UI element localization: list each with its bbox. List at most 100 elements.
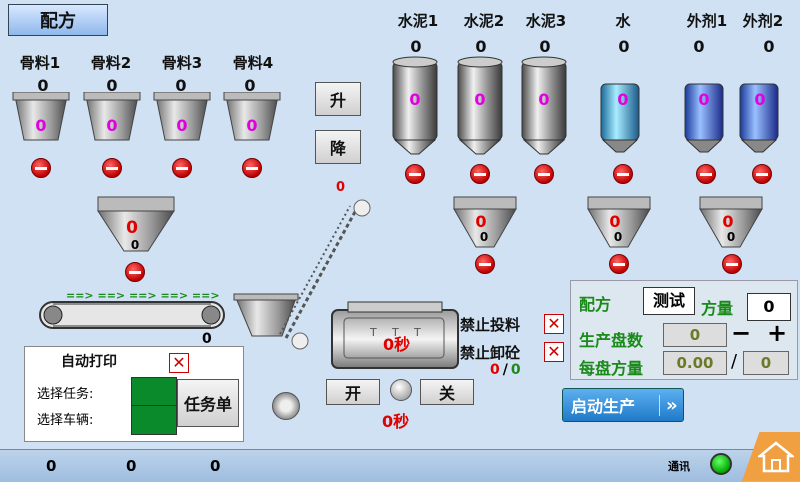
- recipe-panel: 配方 测试 方量 0 生产盘数 0 − + 每盘方量 0.00 / 0: [570, 280, 798, 380]
- per-plate-b-field: 0: [743, 351, 789, 375]
- start-production-button[interactable]: 启动生产 »: [562, 388, 684, 422]
- conveyor-arrows: ==> ==> ==> ==> ==>: [66, 289, 220, 302]
- mixer-door-timer: 0秒: [382, 412, 410, 431]
- aggregate-stop-icon-2[interactable]: [102, 158, 122, 178]
- aggregate-stop-icon-4[interactable]: [242, 158, 262, 178]
- silo-additive-2: [739, 83, 779, 153]
- silo-label-4: 水: [615, 12, 631, 30]
- lift-up-button[interactable]: 升: [315, 82, 361, 116]
- ratio-b: 0: [510, 362, 521, 378]
- aggregate-label-1: 骨料1: [19, 54, 61, 72]
- mixer-open-button[interactable]: 开: [326, 379, 380, 405]
- weigh-additive-top: 0: [722, 212, 734, 231]
- forbid-feed-label: 禁止投料: [460, 316, 521, 334]
- silo-stop-icon-3[interactable]: [534, 164, 554, 184]
- forbid-feed-checkbox[interactable]: ✕: [544, 314, 564, 334]
- mixer-close-button[interactable]: 关: [420, 379, 474, 405]
- volume-field[interactable]: 0: [747, 293, 791, 321]
- silo-stop-icon-6[interactable]: [752, 164, 772, 184]
- conveyor-belt: [39, 301, 225, 329]
- ratio-display: 0/0: [490, 362, 521, 378]
- select-vehicle-field[interactable]: [131, 405, 177, 435]
- aggregate-value-4: 0: [244, 76, 256, 95]
- aggregate-value-1: 0: [37, 76, 49, 95]
- auto-print-title: 自动打印: [61, 354, 117, 370]
- silo-label-5: 外剂1: [686, 12, 728, 30]
- silo-inner-6: 0: [754, 90, 766, 109]
- aggregate-inner-4: 0: [246, 116, 258, 135]
- horn-icon: [272, 392, 300, 420]
- task-list-button[interactable]: 任务单: [177, 379, 239, 427]
- aggregate-label-3: 骨料3: [161, 54, 203, 72]
- aggregate-value-2: 0: [106, 76, 118, 95]
- select-task-label: 选择任务:: [37, 387, 94, 402]
- weigh-hopper-cement: [453, 196, 517, 248]
- status-bar: 0 0 0 通讯: [0, 449, 800, 482]
- aggregate-hopper-3: [153, 92, 211, 141]
- silo-value-5: 0: [693, 37, 705, 56]
- mixer-door-icon: [390, 379, 412, 401]
- ratio-a: 0: [490, 362, 500, 378]
- silo-stop-icon-5[interactable]: [696, 164, 716, 184]
- silo-water: [600, 83, 640, 153]
- silo-label-1: 水泥1: [397, 12, 439, 30]
- start-production-label: 启动生产: [571, 397, 636, 416]
- weigh-additive-bottom: 0: [726, 230, 736, 244]
- silo-stop-icon-1[interactable]: [405, 164, 425, 184]
- aggregate-value-3: 0: [175, 76, 187, 95]
- comm-label: 通讯: [668, 460, 690, 473]
- aggregate-hopper-1: [12, 92, 70, 141]
- weigh-aggregate-top: 0: [126, 218, 138, 238]
- weigh-additive-stop-icon[interactable]: [722, 254, 742, 274]
- forbid-unload-checkbox[interactable]: ✕: [544, 342, 564, 362]
- silo-stop-icon-4[interactable]: [613, 164, 633, 184]
- auto-print-checkbox[interactable]: ✕: [169, 353, 189, 373]
- lift-value: 0: [336, 180, 346, 195]
- aggregate-inner-1: 0: [35, 116, 47, 135]
- weigh-hopper-aggregate: [97, 196, 175, 252]
- per-plate-sep: /: [731, 351, 738, 372]
- silo-stop-icon-2[interactable]: [470, 164, 490, 184]
- silo-cement-1: [392, 56, 438, 155]
- incline-elevator: [233, 199, 371, 350]
- svg-text:T: T: [369, 326, 377, 339]
- weigh-cement-top: 0: [475, 212, 487, 231]
- aggregate-label-4: 骨料4: [232, 54, 274, 72]
- auto-print-panel: 自动打印 ✕ 选择任务: 选择车辆: 任务单: [24, 346, 244, 442]
- svg-text:T: T: [391, 326, 399, 339]
- weigh-water-bottom: 0: [613, 230, 623, 244]
- aggregate-stop-icon-1[interactable]: [31, 158, 51, 178]
- silo-inner-3: 0: [538, 90, 550, 109]
- aggregate-hoppers: [12, 92, 281, 141]
- silo-value-4: 0: [618, 37, 630, 56]
- start-arrow-icon: »: [659, 394, 678, 416]
- weigh-water-top: 0: [609, 212, 621, 231]
- recipe-button[interactable]: 配方: [8, 4, 108, 36]
- recipe-name-field[interactable]: 测试: [643, 287, 695, 315]
- silo-value-1: 0: [410, 37, 422, 56]
- silo-inner-5: 0: [698, 90, 710, 109]
- aggregate-stop-icon-3[interactable]: [172, 158, 192, 178]
- aggregate-label-2: 骨料2: [90, 54, 132, 72]
- plates-minus-button[interactable]: −: [731, 319, 752, 347]
- silo-cement-3: [521, 56, 567, 155]
- per-plate-label: 每盘方量: [579, 359, 644, 378]
- weigh-water-stop-icon[interactable]: [609, 254, 629, 274]
- status-value-3: 0: [210, 457, 221, 475]
- select-task-field[interactable]: [131, 377, 177, 407]
- weigh-aggregate-stop-icon[interactable]: [125, 262, 145, 282]
- silo-tanks: [392, 56, 779, 155]
- silo-value-6: 0: [763, 37, 775, 56]
- volume-label: 方量: [701, 299, 734, 318]
- ratio-sep: /: [502, 362, 508, 378]
- plates-field[interactable]: 0: [663, 323, 727, 347]
- weigh-cement-stop-icon[interactable]: [475, 254, 495, 274]
- plates-plus-button[interactable]: +: [767, 319, 788, 347]
- aggregate-inner-2: 0: [106, 116, 118, 135]
- weigh-hoppers: [97, 196, 763, 252]
- weigh-hopper-additive: [699, 196, 763, 248]
- home-icon[interactable]: [758, 440, 794, 474]
- silo-cement-2: [457, 56, 503, 155]
- lift-down-button[interactable]: 降: [315, 130, 361, 164]
